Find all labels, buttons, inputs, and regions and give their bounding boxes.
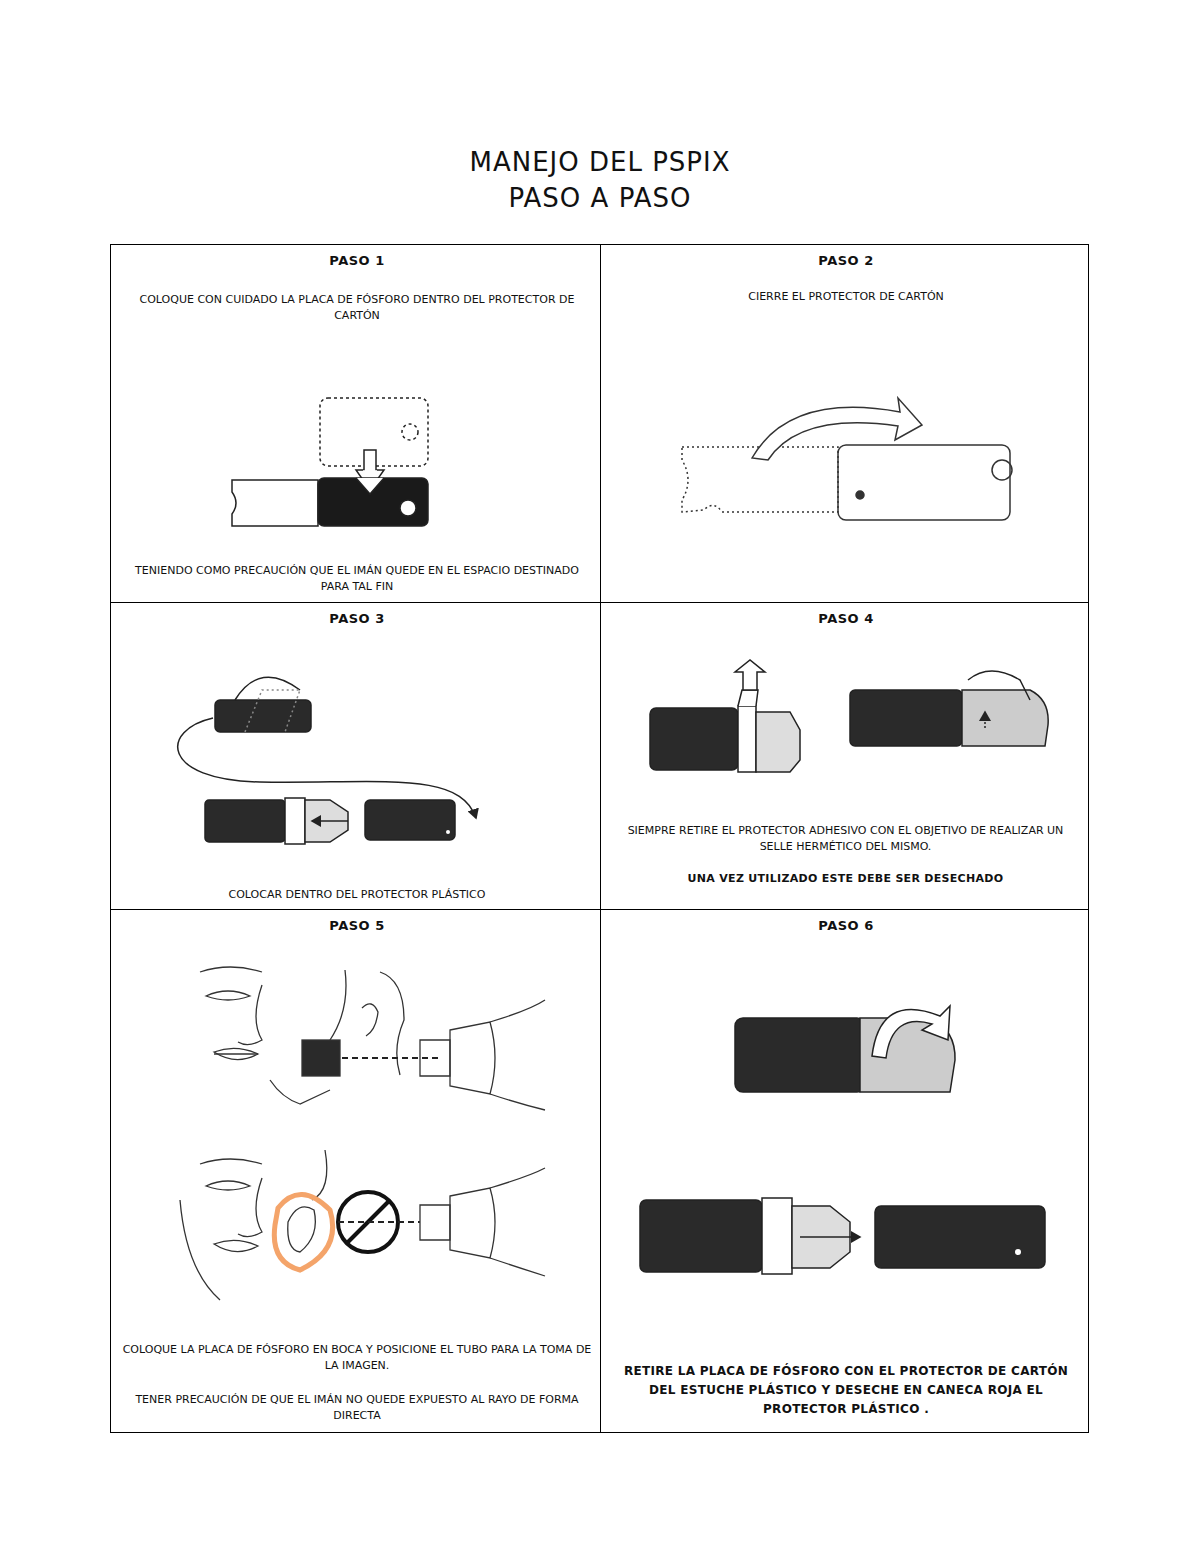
step-text: COLOCAR DENTRO DEL PROTECTOR PLÁSTICO: [132, 887, 582, 903]
step-cell: PASO 3 COLOCAR DENTRO DEL PROTECTOR PLÁST…: [110, 602, 601, 910]
step4-illustration: [650, 660, 1048, 772]
step-cell: PASO 6 RETIRE LA PLACA DE FÓSFORO CON EL …: [600, 909, 1089, 1433]
step3-illustration: [178, 677, 476, 844]
step-cell: PASO 2 CIERRE EL PROTECTOR DE CARTÓN: [600, 244, 1089, 603]
step2-illustration: [682, 398, 1012, 520]
step-heading: PASO 1: [257, 253, 457, 269]
step1-illustration: [232, 398, 428, 526]
step-heading: PASO 4: [746, 611, 946, 627]
step5-illustration: [180, 967, 545, 1300]
step-cell: PASO 1 COLOQUE CON CUIDADO LA PLACA DE FÓ…: [110, 244, 601, 603]
step-text: RETIRE LA PLACA DE FÓSFORO CON EL PROTEC…: [621, 1362, 1071, 1419]
step-cell: PASO 5 COLOQUE LA PLACA DE FÓSFORO EN BOC…: [110, 909, 601, 1433]
step-text: TENIENDO COMO PRECAUCIÓN QUE EL IMÁN QUE…: [132, 563, 582, 595]
step6-illustration: [640, 1006, 1045, 1274]
step-text: UNA VEZ UTILIZADO ESTE DEBE SER DESECHAD…: [611, 871, 1080, 887]
page-title: MANEJO DEL PSPIX PASO A PASO: [440, 144, 760, 216]
step-text: COLOQUE LA PLACA DE FÓSFORO EN BOCA Y PO…: [122, 1342, 592, 1374]
step-heading: PASO 6: [746, 918, 946, 934]
step-heading: PASO 3: [257, 611, 457, 627]
step-text: COLOQUE CON CUIDADO LA PLACA DE FÓSFORO …: [132, 292, 582, 324]
step-text: TENER PRECAUCIÓN DE QUE EL IMÁN NO QUEDE…: [127, 1392, 587, 1424]
step-text: CIERRE EL PROTECTOR DE CARTÓN: [626, 289, 1066, 305]
step-heading: PASO 5: [257, 918, 457, 934]
step-heading: PASO 2: [746, 253, 946, 269]
step-cell: PASO 4 SIEMPRE RETIRE EL PROTECTOR ADHESI…: [600, 602, 1089, 910]
step-text: SIEMPRE RETIRE EL PROTECTOR ADHESIVO CON…: [611, 823, 1080, 855]
